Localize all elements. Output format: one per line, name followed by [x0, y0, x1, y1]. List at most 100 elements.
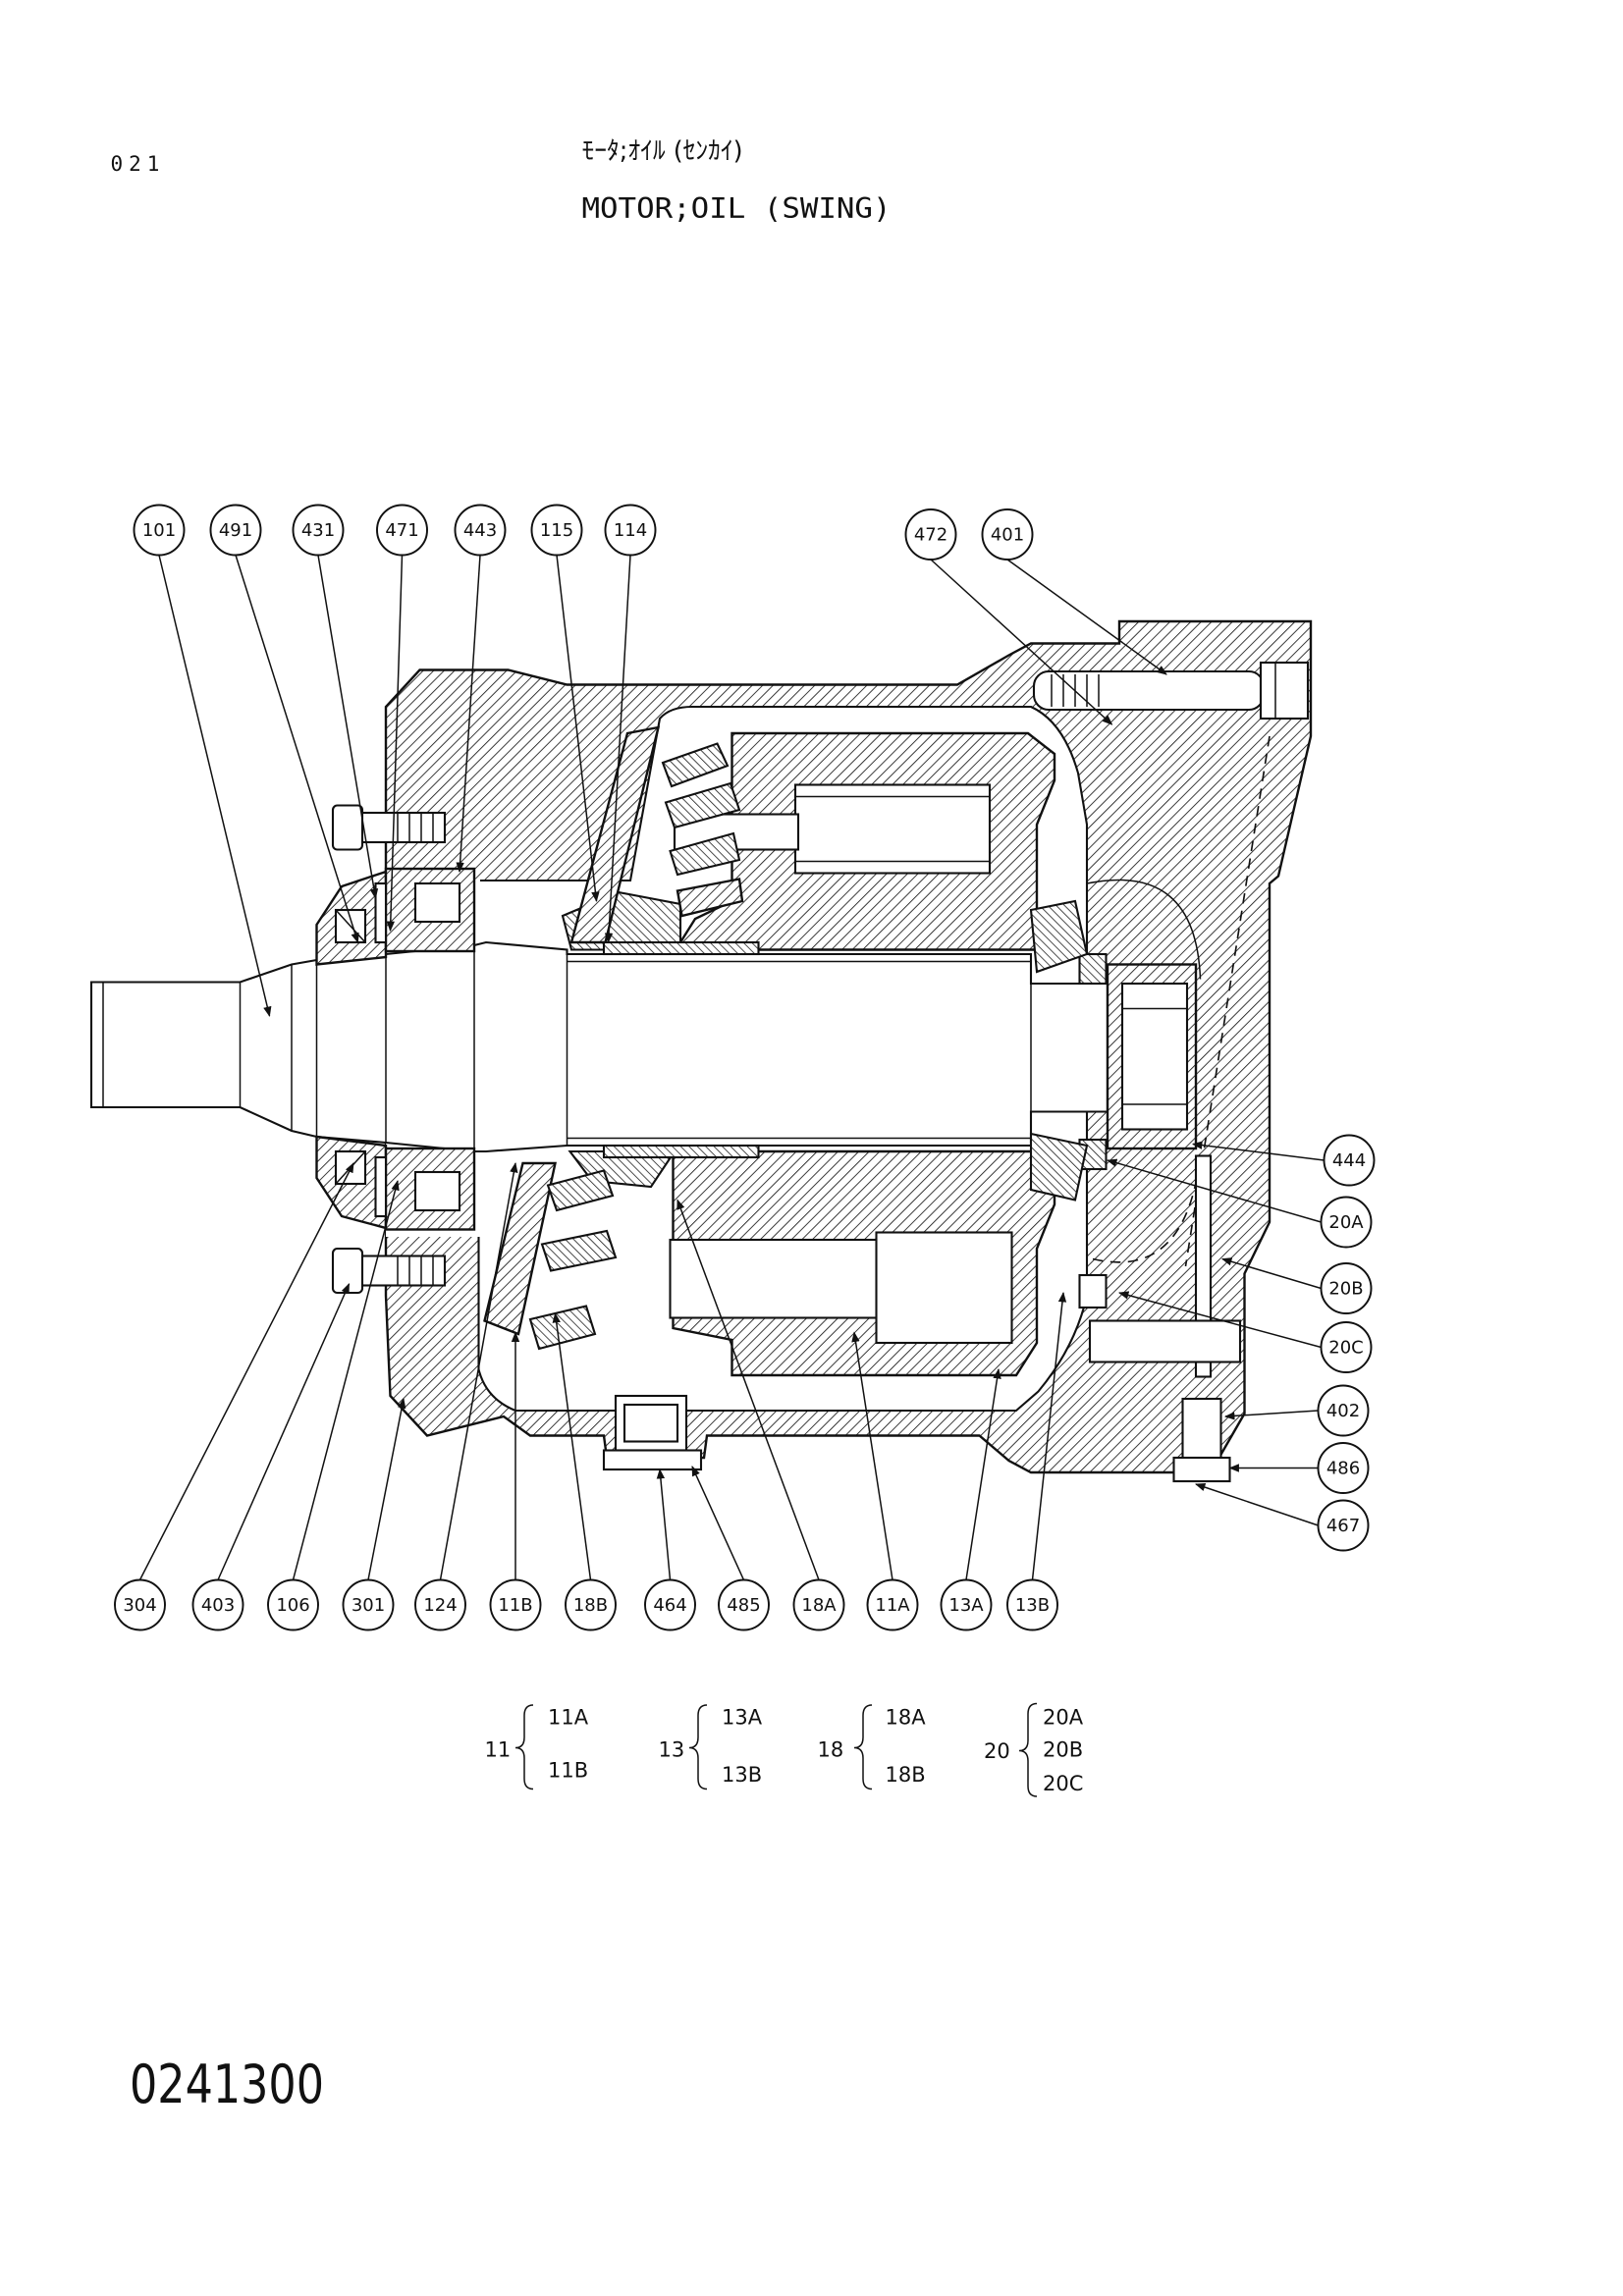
- part-callout: 471: [376, 504, 428, 933]
- leader-line: [292, 1179, 400, 1580]
- part-callout: 18B: [552, 1311, 617, 1631]
- leader-line: [1106, 1158, 1322, 1223]
- piston-lower: [875, 1231, 1013, 1345]
- leader-line: [317, 555, 379, 900]
- leader-line: [851, 1331, 893, 1580]
- callout-circle: [489, 1578, 542, 1631]
- leader-line: [1223, 1410, 1319, 1420]
- legend-item: 13A: [722, 1706, 763, 1730]
- needle-rollers: [1122, 1007, 1187, 1105]
- callout-label: 20C: [1328, 1338, 1363, 1359]
- callout-circle: [1320, 1262, 1373, 1314]
- callout-circle: [1320, 1196, 1373, 1249]
- callout-circle: [191, 1578, 244, 1631]
- part-callout: 431: [292, 504, 379, 900]
- front-bearing-roller-lower: [413, 1170, 461, 1212]
- callout-label: 18B: [573, 1595, 608, 1616]
- callout-circle: [604, 504, 657, 557]
- callout-circle: [904, 508, 957, 561]
- leader-line: [556, 555, 600, 903]
- callout-label: 124: [423, 1595, 457, 1616]
- output-shaft: [89, 940, 1109, 1153]
- callout-label: 11A: [875, 1595, 910, 1616]
- oil-seal-upper-lip: [335, 909, 366, 943]
- cap-screw-shank: [1032, 669, 1266, 712]
- legend-group-number: 20: [984, 1739, 1010, 1763]
- leader-line: [138, 1162, 354, 1580]
- legend-group: 11 11A 11B: [485, 1704, 589, 1790]
- legend-item: 20C: [1043, 1772, 1083, 1795]
- drawing-number: 0241300: [130, 2054, 324, 2115]
- callout-label: 13B: [1015, 1595, 1050, 1616]
- sheet-number: 021: [111, 152, 166, 176]
- callout-circle: [342, 1578, 395, 1631]
- callout-label: 301: [352, 1595, 385, 1616]
- callout-circle: [267, 1578, 319, 1631]
- piston-shoe: [661, 742, 730, 788]
- callout-label: 115: [540, 520, 573, 541]
- part-callout: 20C: [1117, 1291, 1373, 1373]
- front-bolt-upper-head: [331, 804, 364, 851]
- callout-circle: [292, 504, 345, 557]
- piston-shoe: [669, 831, 741, 877]
- front-bolt-lower-thread: [397, 1255, 434, 1286]
- callout-circle: [1323, 1134, 1376, 1187]
- callout-circle: [1317, 1499, 1370, 1552]
- legend-group-number: 13: [659, 1738, 685, 1762]
- part-callout: 13A: [940, 1367, 1001, 1631]
- legend-group: 20 20A 20B 20C: [984, 1702, 1084, 1797]
- legend-item: 11A: [548, 1706, 589, 1730]
- legend-group: 13 13A 13B: [659, 1704, 763, 1790]
- callout-circle: [565, 1578, 617, 1631]
- legend-item: 11B: [548, 1759, 588, 1783]
- callout-circle: [133, 504, 186, 557]
- callout-circle: [414, 1578, 466, 1631]
- part-callout: 106: [267, 1179, 400, 1631]
- dowel-pin: [1088, 1319, 1242, 1363]
- legend-group: 18 18A 18B: [818, 1704, 926, 1790]
- leader-line: [691, 1466, 745, 1580]
- part-callout: 464: [644, 1468, 696, 1631]
- rear-needle-bearing-race: [1120, 982, 1189, 1131]
- relief-screw-head: [1172, 1456, 1231, 1483]
- callout-label: 491: [219, 520, 252, 541]
- callout-circle: [1317, 1384, 1370, 1437]
- piston-shoe: [664, 781, 741, 829]
- callout-circle: [530, 504, 583, 557]
- callout-label: 464: [653, 1595, 686, 1616]
- valve-plate-pin-upper: [1078, 952, 1108, 986]
- plug-20c: [1078, 1273, 1108, 1309]
- part-callout: 20B: [1220, 1257, 1373, 1314]
- motor-cross-section: [89, 619, 1313, 1483]
- callout-circle: [1320, 1321, 1373, 1373]
- callout-circle: [454, 504, 507, 557]
- part-callout: 403: [191, 1283, 351, 1631]
- leader-line: [386, 555, 404, 933]
- callout-circle: [644, 1578, 696, 1631]
- leader-line: [158, 555, 272, 1018]
- front-bearing-roller-upper: [413, 881, 461, 924]
- legend-item: 20B: [1043, 1738, 1083, 1762]
- legend-item: 20A: [1043, 1706, 1084, 1730]
- callout-circle: [866, 1578, 919, 1631]
- legend-brace: [853, 1704, 873, 1790]
- part-callout: 444: [1191, 1134, 1376, 1187]
- callout-label: 443: [463, 520, 497, 541]
- callout-label: 101: [142, 520, 176, 541]
- leader-line: [1006, 559, 1167, 675]
- callout-label: 114: [614, 520, 647, 541]
- snap-ring-lower: [374, 1155, 388, 1218]
- callout-label: 467: [1326, 1516, 1360, 1536]
- part-callout: 443: [454, 504, 507, 874]
- callout-label: 106: [276, 1595, 309, 1616]
- callout-label: 403: [201, 1595, 235, 1616]
- callout-label: 401: [991, 525, 1024, 546]
- leader-line: [235, 555, 359, 944]
- part-callout: 467: [1195, 1483, 1370, 1552]
- shaft-spline-lower: [602, 1144, 760, 1159]
- callout-label: 402: [1326, 1401, 1360, 1421]
- callout-label: 11B: [498, 1595, 532, 1616]
- callout-label: 486: [1326, 1459, 1360, 1479]
- piston-shoe: [546, 1169, 615, 1212]
- callouts-bottom: 304 403 106 301 124 11B: [114, 1161, 1067, 1631]
